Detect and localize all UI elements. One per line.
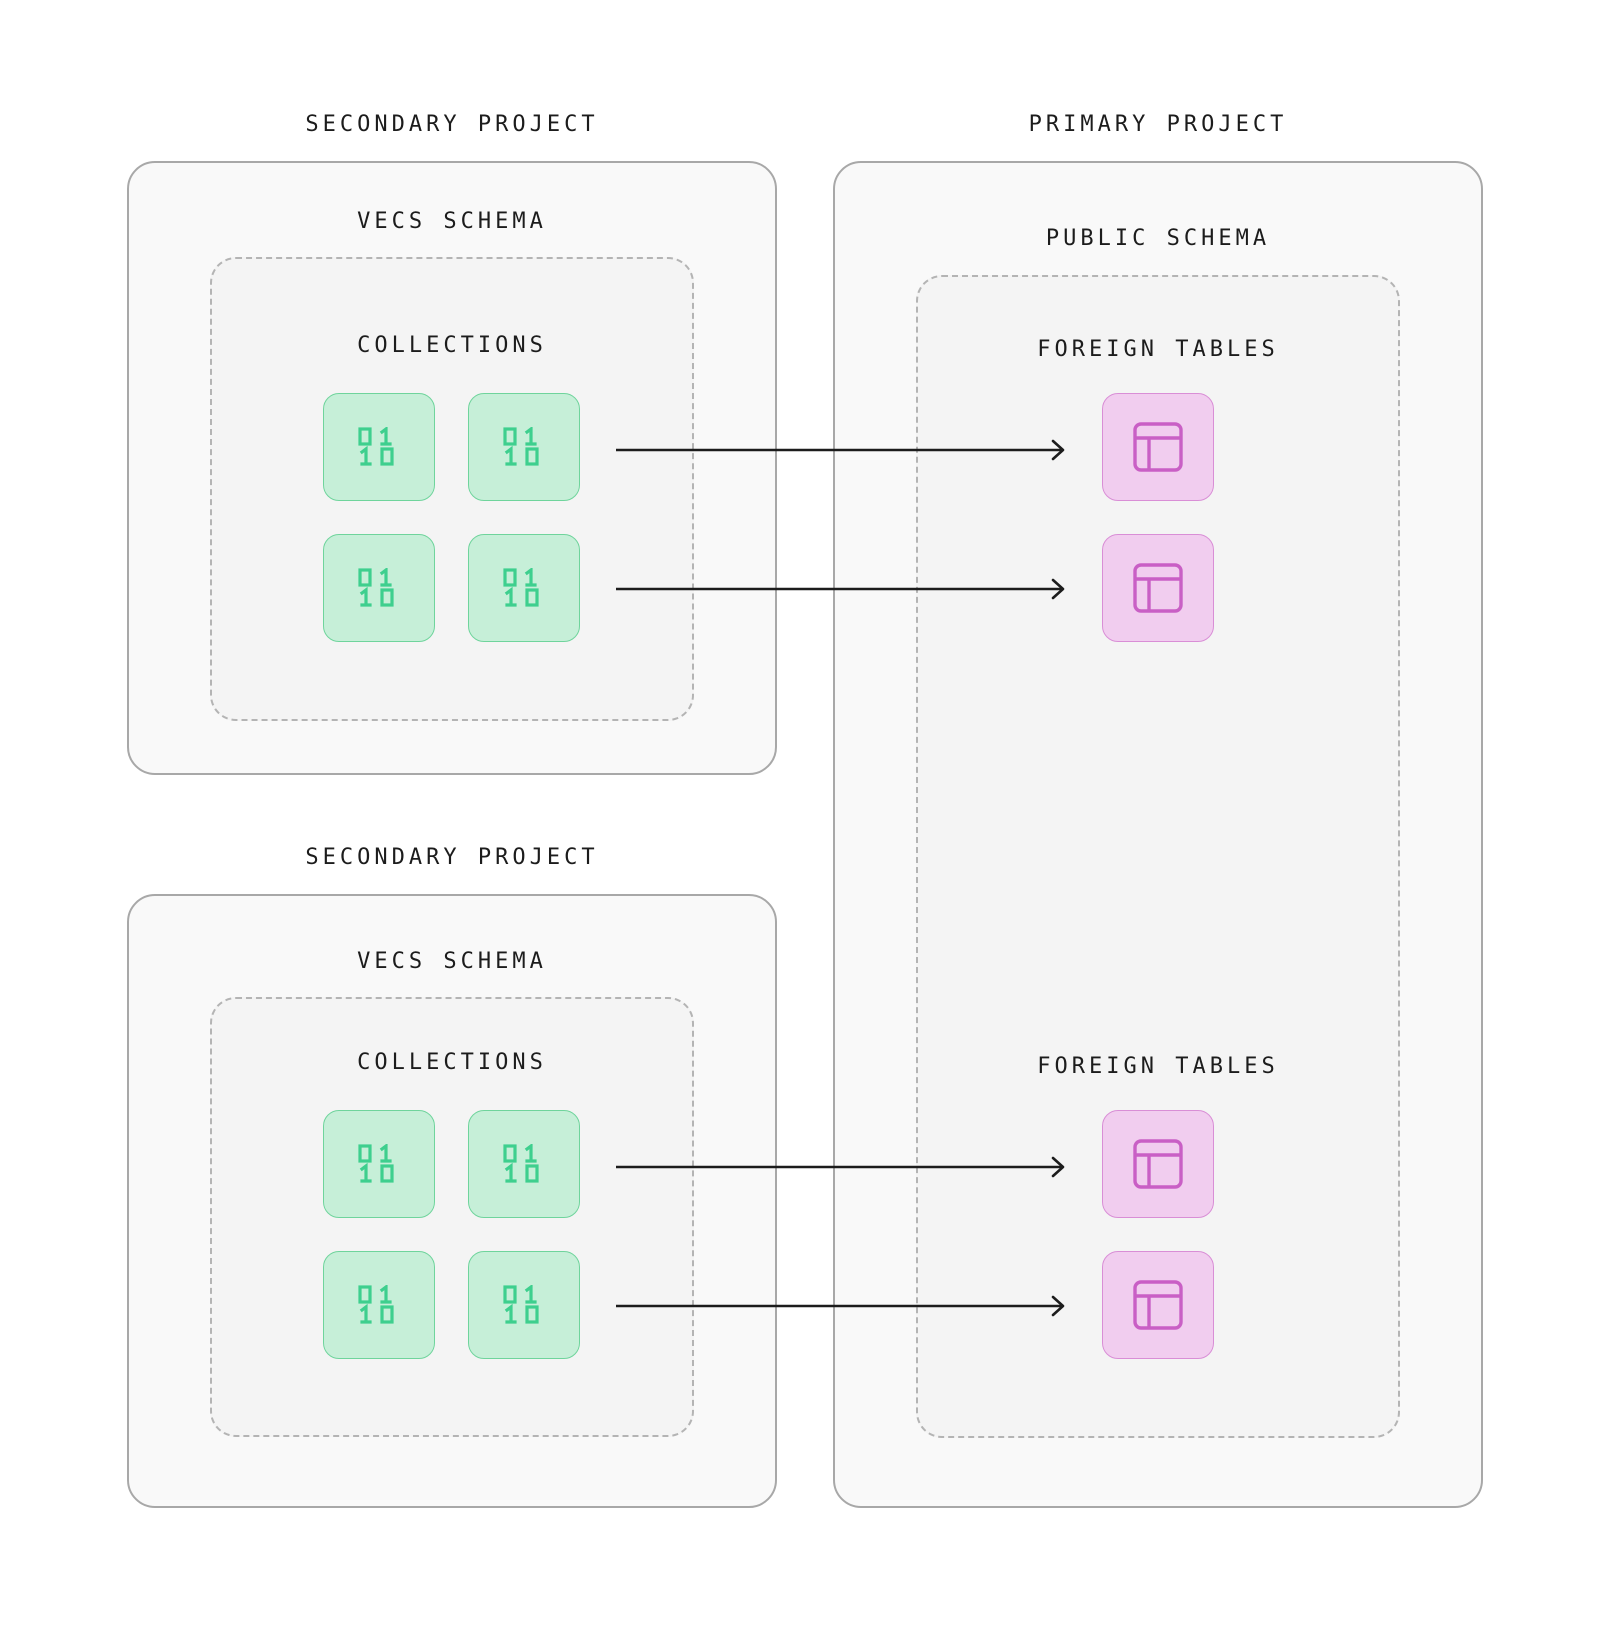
collection-tile	[323, 1251, 435, 1359]
table-icon	[1131, 1278, 1185, 1332]
collection-tile	[323, 534, 435, 642]
secondary-project-title: SECONDARY PROJECT	[305, 845, 599, 870]
table-icon	[1131, 1137, 1185, 1191]
foreign-table-tile	[1102, 393, 1214, 501]
binary-data-icon	[357, 1285, 401, 1325]
collection-tile	[468, 1251, 580, 1359]
vecs-schema-box	[210, 997, 694, 1437]
foreign-table-tile	[1102, 534, 1214, 642]
binary-data-icon	[502, 568, 546, 608]
foreign-tables-title: FOREIGN TABLES	[1037, 1054, 1279, 1079]
table-icon	[1131, 561, 1185, 615]
collections-title: COLLECTIONS	[357, 1050, 547, 1075]
collections-title: COLLECTIONS	[357, 333, 547, 358]
binary-data-icon	[357, 568, 401, 608]
vecs-schema-title: VECS SCHEMA	[357, 209, 547, 234]
binary-data-icon	[502, 1144, 546, 1184]
collection-tile	[323, 1110, 435, 1218]
binary-data-icon	[502, 427, 546, 467]
foreign-tables-title: FOREIGN TABLES	[1037, 337, 1279, 362]
binary-data-icon	[502, 1285, 546, 1325]
collection-tile	[468, 1110, 580, 1218]
collection-tile	[468, 534, 580, 642]
foreign-table-tile	[1102, 1110, 1214, 1218]
secondary-project-title: SECONDARY PROJECT	[305, 112, 599, 137]
collection-tile	[323, 393, 435, 501]
binary-data-icon	[357, 427, 401, 467]
collection-tile	[468, 393, 580, 501]
vecs-schema-title: VECS SCHEMA	[357, 949, 547, 974]
foreign-table-tile	[1102, 1251, 1214, 1359]
public-schema-title: PUBLIC SCHEMA	[1045, 226, 1271, 251]
primary-project-title: PRIMARY PROJECT	[1028, 112, 1288, 137]
vecs-schema-box	[210, 257, 694, 721]
table-icon	[1131, 420, 1185, 474]
binary-data-icon	[357, 1144, 401, 1184]
